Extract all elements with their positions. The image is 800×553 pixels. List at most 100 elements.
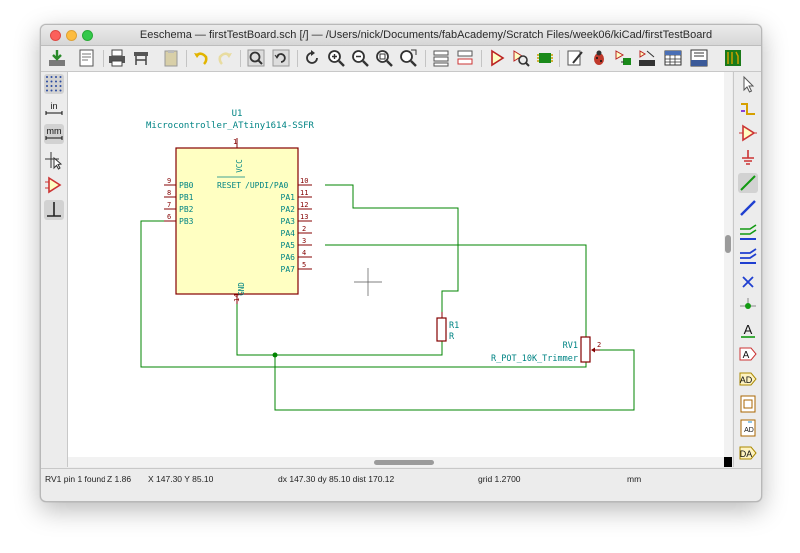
status-units: mm: [627, 474, 642, 484]
status-grid: grid 1.2700: [478, 474, 521, 484]
u1-pin-pa1-number: 11: [300, 189, 308, 197]
annotate-icon[interactable]: [565, 48, 585, 68]
add-bus-icon[interactable]: [738, 198, 758, 218]
r1-symbol[interactable]: R1 R: [436, 312, 459, 342]
schematic-setup-icon[interactable]: [77, 48, 97, 68]
vertical-scrollbar[interactable]: [724, 72, 732, 465]
add-net-label-icon[interactable]: A: [738, 320, 758, 340]
svg-text:AD: AD: [744, 427, 754, 434]
zoom-selection-icon[interactable]: [398, 48, 418, 68]
leave-sheet-icon[interactable]: [455, 48, 475, 68]
svg-text:A: A: [744, 322, 753, 337]
assign-footprints-icon[interactable]: [613, 48, 633, 68]
status-delta: dx 147.30 dy 85.10 dist 170.12: [278, 474, 395, 484]
symbol-library-browser-icon[interactable]: [511, 48, 531, 68]
horizontal-scrollbar[interactable]: [68, 457, 724, 467]
add-symbol-icon[interactable]: [738, 123, 758, 143]
units-in-label: in: [50, 101, 57, 111]
u1-pin-pa4-name: PA4: [281, 229, 296, 238]
schematic-drawing: U1 Microcontroller_ATtiny1614-SSFR VCC 1…: [140, 109, 635, 411]
u1-pin-pa7-name: PA7: [281, 265, 296, 274]
hierarchy-navigator-icon[interactable]: [431, 48, 451, 68]
u1-reference: U1: [232, 109, 243, 119]
u1-symbol[interactable]: U1 Microcontroller_ATtiny1614-SSFR VCC 1…: [146, 109, 315, 304]
bill-of-materials-icon[interactable]: [689, 48, 709, 68]
zoom-fit-icon[interactable]: [374, 48, 394, 68]
u1-pin-pb0-name: PB0: [179, 181, 194, 190]
status-message: RV1 pin 1 found: [45, 474, 105, 484]
undo-icon[interactable]: [191, 48, 211, 68]
u1-pin-pa6-name: PA6: [281, 253, 296, 262]
plot-icon[interactable]: [131, 48, 151, 68]
rv1-wiper-pin-number: 2: [597, 341, 601, 349]
u1-body: [175, 147, 299, 295]
vertical-scroll-thumb[interactable]: [725, 235, 731, 253]
open-pcb-editor-icon[interactable]: [723, 48, 743, 68]
symbol-editor-icon[interactable]: [487, 48, 507, 68]
left-toolbar: in mm: [41, 72, 68, 467]
add-junction-icon[interactable]: [738, 296, 758, 316]
u1-pin-pa2-name: PA2: [281, 205, 296, 214]
units-mm-button[interactable]: mm: [44, 124, 64, 144]
wire-pb3-to-rv1: [140, 220, 587, 368]
r1-reference: R1: [449, 321, 459, 331]
close-window-button[interactable]: [50, 30, 61, 41]
select-arrow-icon[interactable]: [738, 74, 758, 94]
u1-pin-pb2-number: 7: [167, 201, 171, 209]
r1-value: R: [449, 332, 455, 342]
svg-text:AD: AD: [740, 375, 753, 385]
rv1-symbol[interactable]: RV1 R_POT_10K_Trimmer 2: [491, 336, 601, 364]
redo-icon[interactable]: [215, 48, 235, 68]
symbol-fields-table-icon[interactable]: [663, 48, 683, 68]
rv1-value: R_POT_10K_Trimmer: [491, 354, 578, 364]
rv1-body: [580, 336, 591, 363]
status-bar: RV1 pin 1 found Z 1.86 X 147.30 Y 85.10 …: [41, 468, 761, 489]
paste-icon[interactable]: [161, 48, 181, 68]
status-cursor-xy: X 147.30 Y 85.10: [148, 474, 214, 484]
add-wire-to-bus-entry-icon[interactable]: [738, 223, 758, 243]
schematic-canvas[interactable]: U1 Microcontroller_ATtiny1614-SSFR VCC 1…: [68, 72, 724, 465]
hidden-pins-icon[interactable]: [44, 175, 64, 195]
units-inches-button[interactable]: in: [44, 99, 64, 119]
wire-angle-icon[interactable]: [44, 200, 64, 220]
generate-netlist-icon[interactable]: [637, 48, 657, 68]
save-icon[interactable]: [47, 48, 67, 68]
crosshair-cursor: [354, 268, 382, 296]
highlight-net-icon[interactable]: [738, 99, 758, 119]
wire-gnd-to-r1: [236, 298, 443, 356]
grid-toggle-icon[interactable]: [44, 74, 64, 94]
add-wire-icon[interactable]: [738, 173, 758, 193]
wires: [140, 184, 635, 411]
minimize-window-button[interactable]: [66, 30, 77, 41]
print-icon[interactable]: [107, 48, 127, 68]
refresh-icon[interactable]: [302, 48, 322, 68]
wire-junction: [272, 352, 278, 358]
find-replace-icon[interactable]: [271, 48, 291, 68]
add-hierarchical-label-icon[interactable]: AD: [738, 369, 758, 389]
u1-pin-pa2-number: 12: [300, 201, 308, 209]
erc-icon[interactable]: [589, 48, 609, 68]
no-connect-icon[interactable]: [738, 272, 758, 292]
find-icon[interactable]: [246, 48, 266, 68]
zoom-out-icon[interactable]: [350, 48, 370, 68]
add-sheet-pin-icon[interactable]: DA: [738, 443, 758, 463]
u1-value: Microcontroller_ATtiny1614-SSFR: [146, 121, 315, 131]
units-mm-label: mm: [47, 126, 62, 136]
r1-body: [436, 317, 447, 342]
cursor-shape-icon[interactable]: [44, 150, 64, 170]
right-toolbar: A A AD AD DA: [733, 72, 761, 467]
zoom-window-button[interactable]: [82, 30, 93, 41]
footprint-editor-icon[interactable]: [535, 48, 555, 68]
import-sheet-pin-icon[interactable]: AD: [738, 418, 758, 438]
add-global-label-icon[interactable]: A: [738, 344, 758, 364]
add-hierarchical-sheet-icon[interactable]: [738, 394, 758, 414]
u1-gnd-label: GND: [237, 282, 246, 296]
zoom-in-icon[interactable]: [326, 48, 346, 68]
add-power-icon[interactable]: [738, 148, 758, 168]
u1-pin-pb0-number: 9: [167, 177, 171, 185]
u1-pin-pb2-name: PB2: [179, 205, 194, 214]
wire-gnd-to-rv1-wiper: [274, 349, 635, 411]
add-bus-to-bus-entry-icon[interactable]: [738, 247, 758, 267]
svg-text:DA: DA: [740, 449, 753, 459]
horizontal-scroll-thumb[interactable]: [374, 460, 434, 465]
